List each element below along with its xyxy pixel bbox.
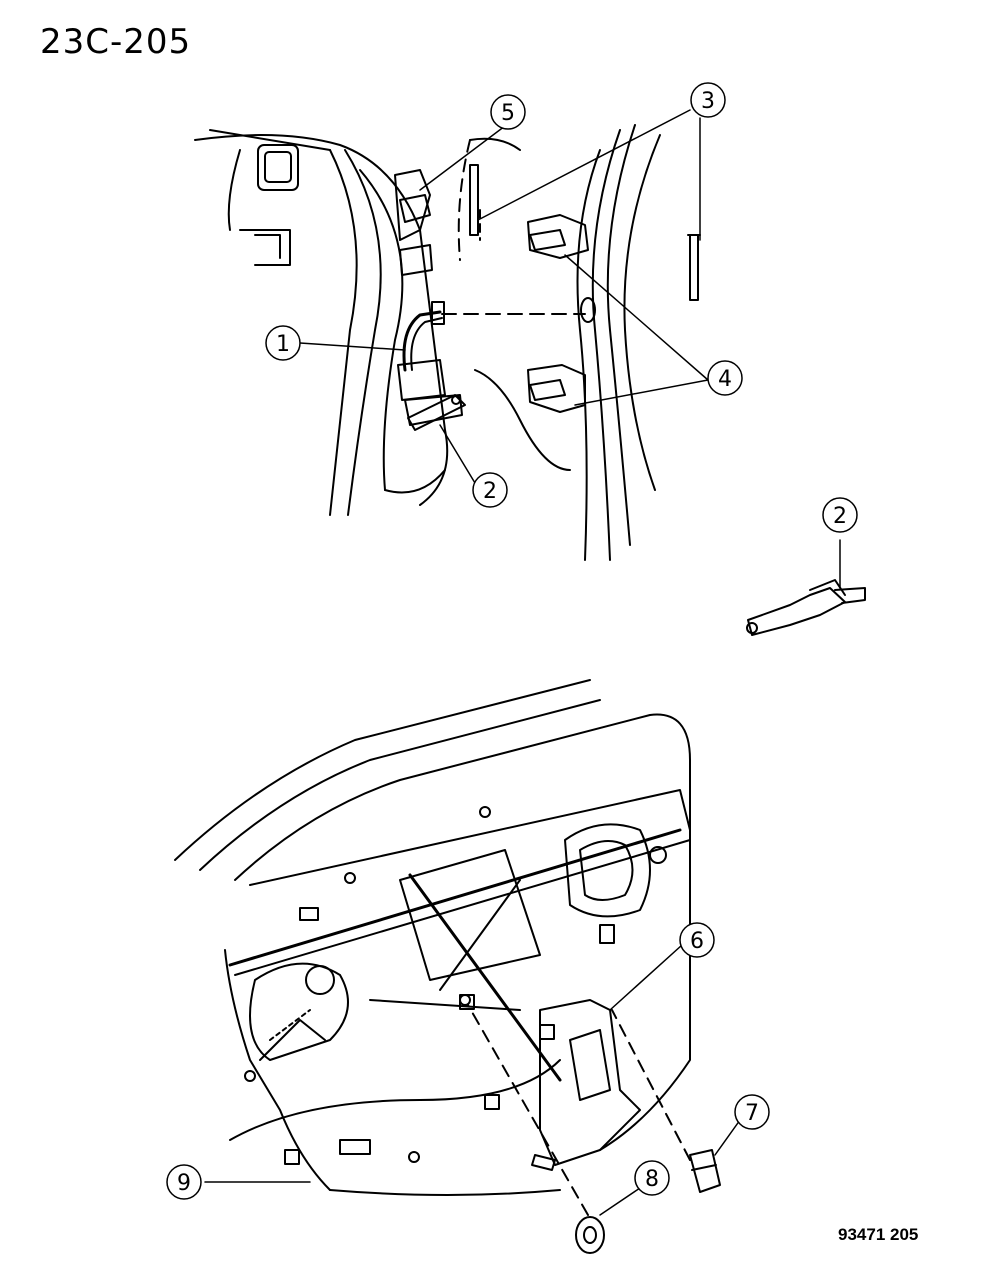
svg-text:7: 7 [745, 1101, 759, 1126]
top-leader-lines [299, 109, 709, 484]
callout-1: 1 [265, 325, 301, 361]
callout-3: 3 [690, 82, 726, 118]
svg-text:3: 3 [701, 89, 715, 114]
callout-2: 2 [472, 472, 508, 508]
callout-7: 7 [734, 1094, 770, 1130]
svg-text:8: 8 [645, 1167, 659, 1192]
bottom-leader-lines [204, 944, 741, 1216]
window-regulator-illustration [174, 679, 721, 1254]
svg-text:2: 2 [483, 479, 497, 504]
svg-text:2: 2 [833, 504, 847, 529]
svg-text:9: 9 [177, 1171, 191, 1196]
svg-text:1: 1 [276, 332, 290, 357]
callout-5: 5 [490, 94, 526, 130]
svg-text:5: 5 [501, 101, 515, 126]
drawing-reference-code: 93471 205 [838, 1225, 919, 1244]
hinge-assembly-illustration [194, 124, 701, 561]
callout-2-detail: 2 [822, 497, 858, 533]
callout-4: 4 [707, 360, 743, 396]
svg-text:6: 6 [690, 929, 704, 954]
svg-text:4: 4 [718, 367, 732, 392]
callout-6: 6 [679, 922, 715, 958]
check-arm-detail-illustration [746, 539, 866, 636]
callout-9: 9 [166, 1164, 202, 1200]
page-code: 23C-205 [40, 22, 192, 62]
callout-8: 8 [634, 1160, 670, 1196]
